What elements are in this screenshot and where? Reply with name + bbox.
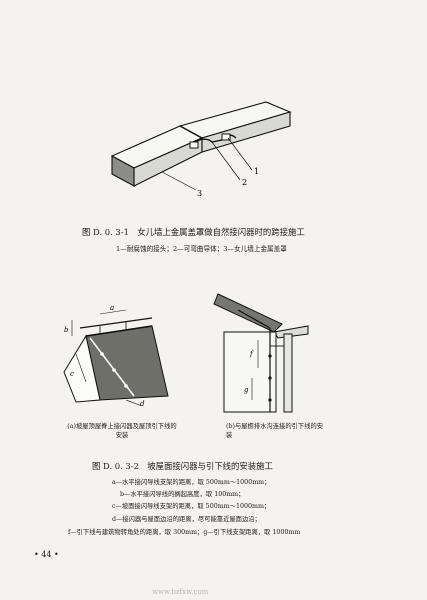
ridge-drawing: a b c d xyxy=(63,304,169,408)
figure2-note: a—水平接闪导线支架的距离，取 500mm～1000mm； xyxy=(112,479,271,486)
subcaption-b: (b)与屋檐排水沟连接的引下线的安装 xyxy=(226,423,324,439)
callout-3: 3 xyxy=(197,189,202,198)
figure1-caption: 图 D. 0. 3-1 女儿墙上金属盖罩做自然接闪器时的跨接施工 xyxy=(82,227,305,237)
figure2-note: b—水平接闪导线的搁起高度，取 100mm； xyxy=(120,491,245,498)
eaves-drawing: f g xyxy=(213,293,309,413)
figure-eaves-down-conductor: f g xyxy=(212,286,312,414)
figure1-legend: 1—耐腐蚀的接头；2—可弯曲导体；3—女儿墙上金属盖罩 xyxy=(116,245,287,253)
dim-g-label: g xyxy=(244,386,249,394)
figure2-note: d—接闪器与屋面边沿的距离，尽可能靠近屋面边沿； xyxy=(112,516,261,523)
callout-1: 1 xyxy=(254,167,259,176)
dim-f-label: f xyxy=(249,350,254,358)
dim-b-label: b xyxy=(64,326,69,334)
page-number: • 44 • xyxy=(34,550,59,559)
dim-d-label: d xyxy=(140,400,145,408)
figure2-caption: 图 D. 0. 3-2 坡屋面接闪器与引下线的安装施工 xyxy=(92,461,273,471)
callout-2: 2 xyxy=(242,178,247,187)
dim-a-label: a xyxy=(110,304,114,312)
watermark: www.bzfxw.com xyxy=(152,588,209,596)
figure-parapet-cover-bonding: 1 2 3 xyxy=(98,98,298,210)
figure2-note: f—引下线与建筑物转角处的距离，取 300mm；g—引下线支架距离，取 1000… xyxy=(68,529,301,536)
parapet-drawing: 1 2 3 xyxy=(110,101,292,198)
figure-ridge-air-terminal: a b c d xyxy=(56,296,196,408)
subcaption-a: (a)坡屋顶屋脊上接闪器及屋顶引下线的安装 xyxy=(67,423,177,439)
figure2-note: c—坡面接闪导线支架的距离，取 500mm～1000mm； xyxy=(112,503,271,510)
dim-c-label: c xyxy=(70,370,74,378)
